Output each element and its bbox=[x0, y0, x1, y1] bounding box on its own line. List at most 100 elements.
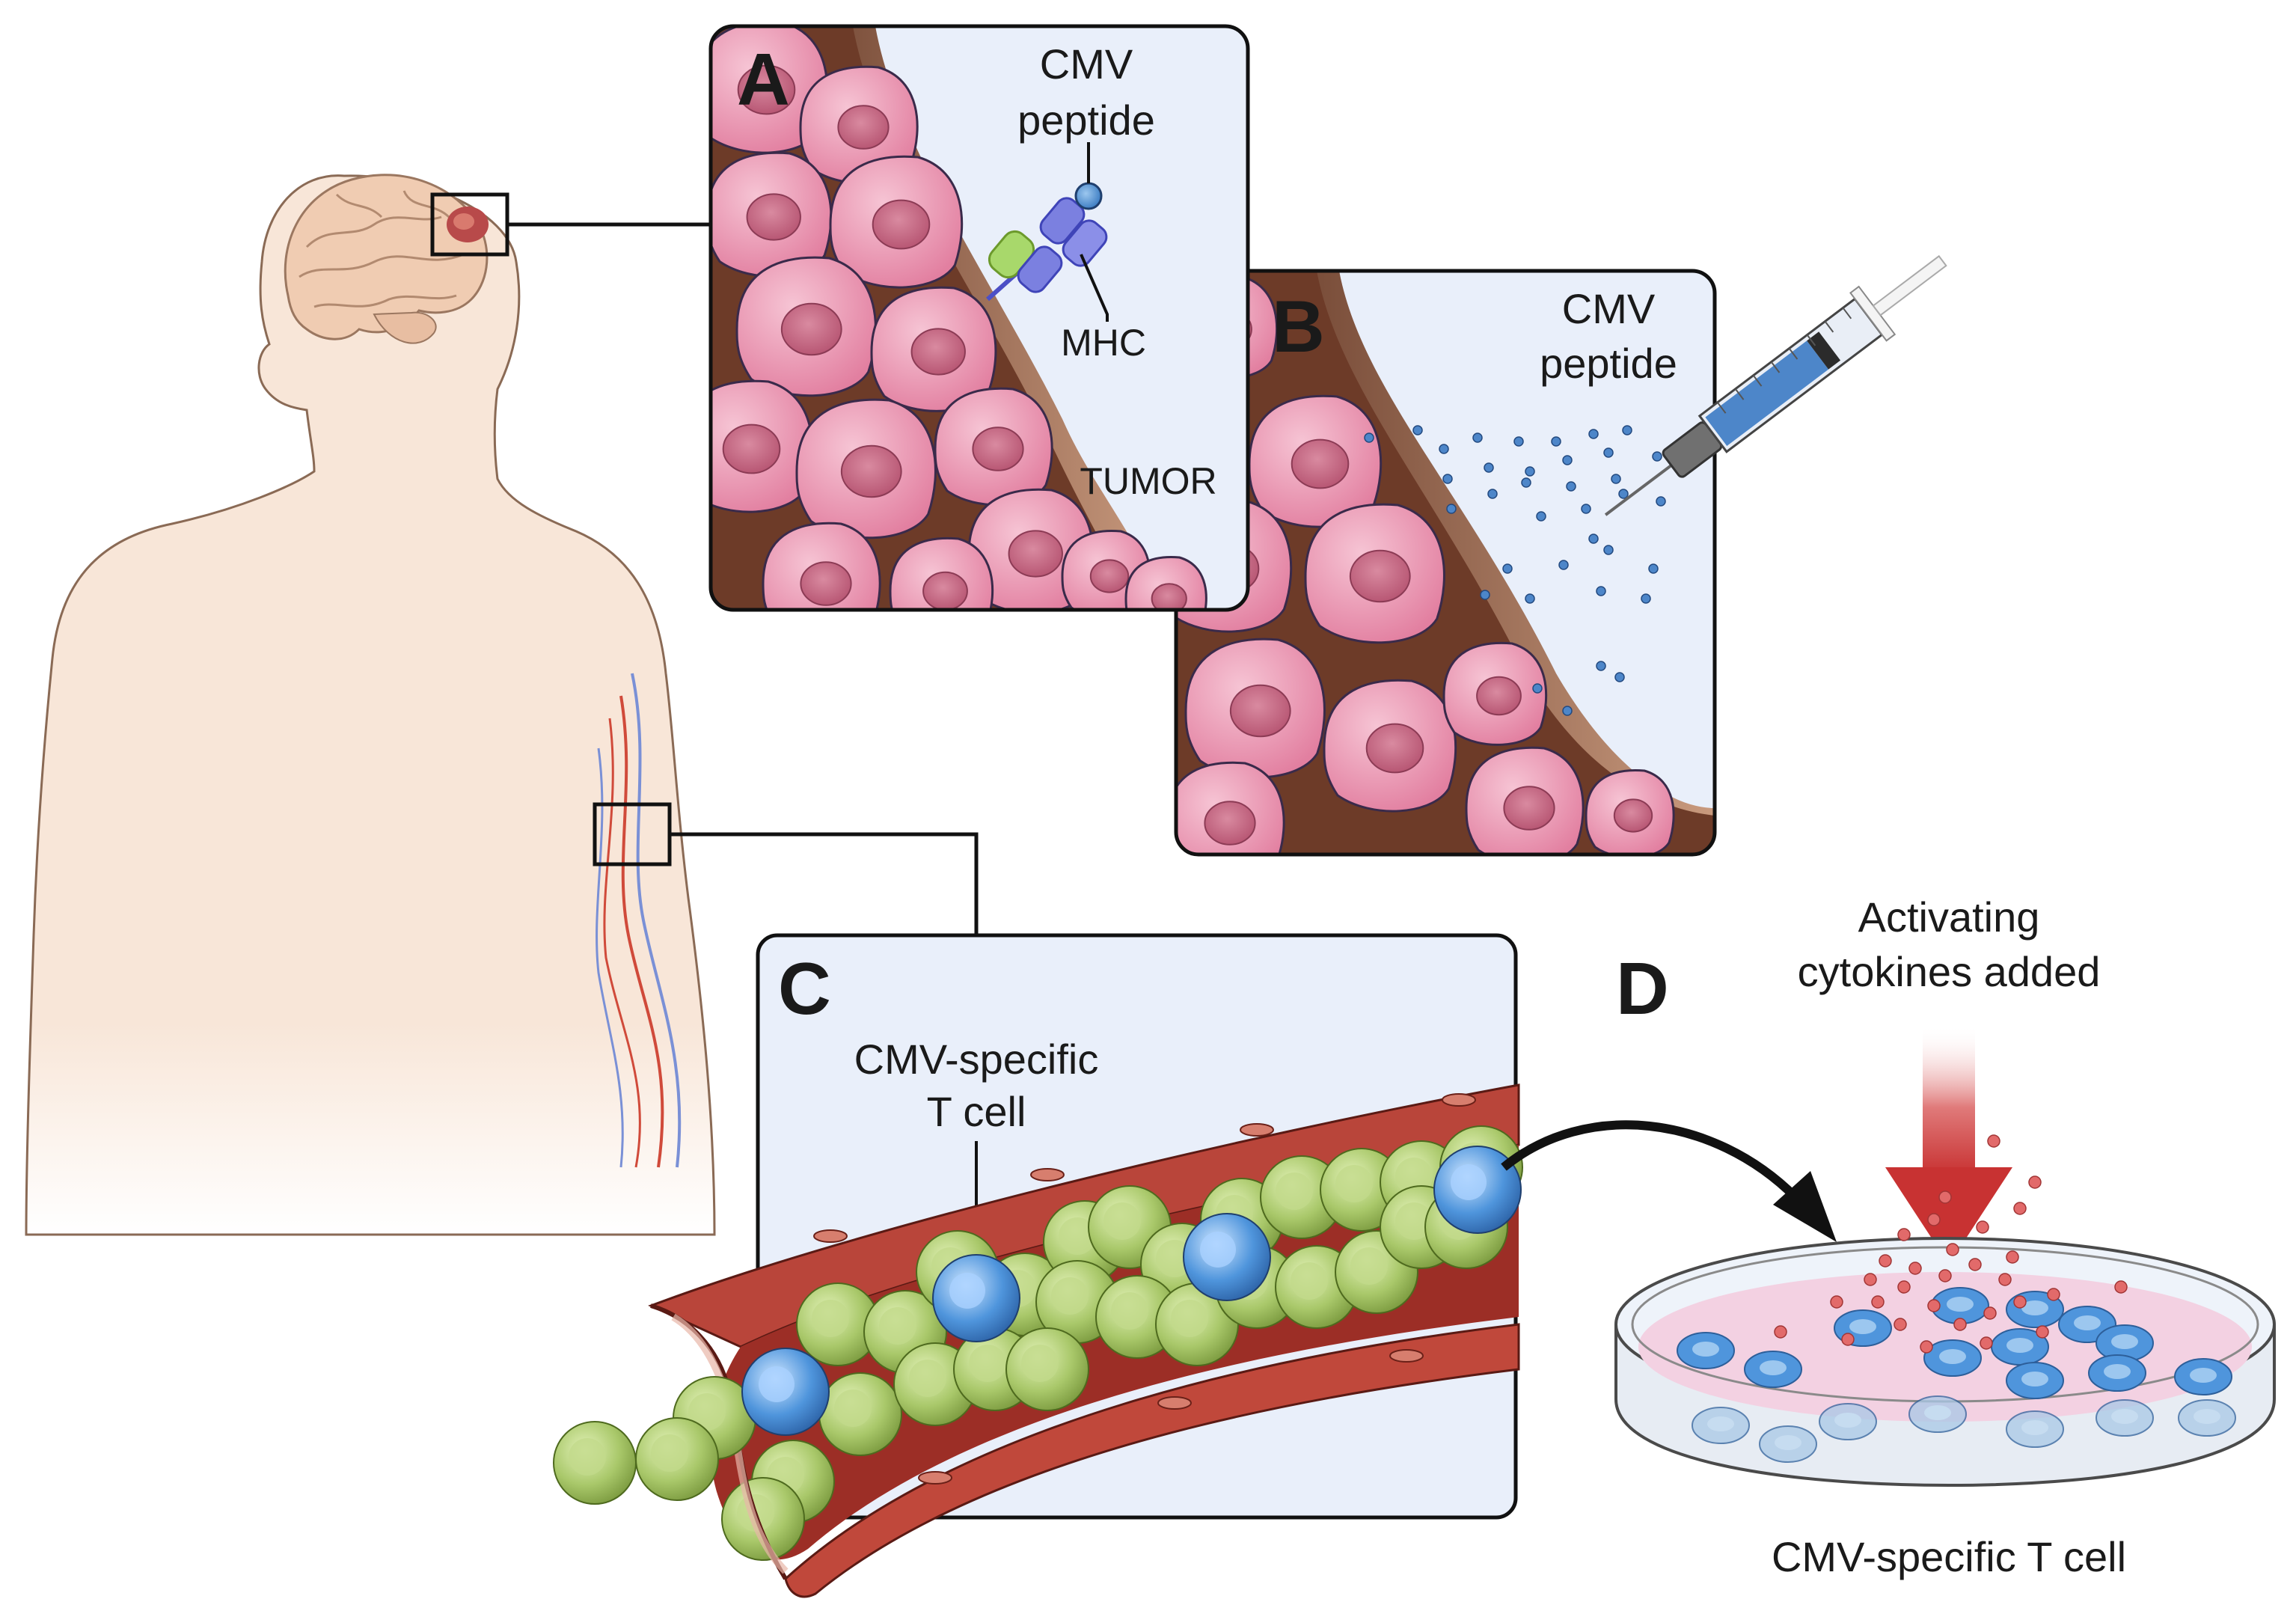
dish-t-cell bbox=[2096, 1399, 2154, 1437]
nucleus bbox=[1089, 559, 1130, 593]
peptide-dot bbox=[1525, 466, 1535, 477]
nucleus bbox=[922, 571, 968, 610]
cytokine-dot bbox=[1983, 1306, 1997, 1320]
nucleus bbox=[1365, 723, 1424, 774]
peptide-dot bbox=[1656, 496, 1666, 507]
vessel-front-wall bbox=[784, 1323, 1520, 1598]
vessel-wall-cells bbox=[813, 1093, 1476, 1485]
peptide-dot bbox=[1581, 504, 1591, 514]
peptide-dot bbox=[1472, 432, 1483, 443]
cytokine-dot bbox=[1980, 1336, 1993, 1350]
cmv-peptide-molecule bbox=[1074, 182, 1103, 210]
peptide-dot bbox=[1442, 474, 1453, 484]
peptide-dot bbox=[1480, 590, 1490, 600]
tumor-cell bbox=[799, 65, 919, 185]
nucleus bbox=[1008, 530, 1063, 578]
nucleus bbox=[737, 64, 796, 115]
cytokine-arrow bbox=[1885, 1025, 2012, 1265]
peptide-dot bbox=[1439, 444, 1449, 454]
panel-b: B CMV peptide bbox=[1174, 269, 1717, 857]
peptide-dot bbox=[1603, 545, 1614, 555]
panel-b-letter: B bbox=[1272, 285, 1325, 367]
nucleus bbox=[1204, 801, 1256, 846]
cytokine-dot bbox=[1946, 1243, 1959, 1256]
cytokine-dot bbox=[1953, 1318, 1967, 1331]
cytokine-dot bbox=[2114, 1280, 2128, 1294]
tumor-cell bbox=[762, 522, 881, 610]
green-t-cell bbox=[553, 1421, 637, 1505]
nucleus bbox=[746, 193, 801, 241]
cytokine-dot bbox=[1871, 1295, 1885, 1309]
cytokine-dot bbox=[1830, 1295, 1843, 1309]
cerebellum bbox=[373, 311, 437, 344]
panel-a-peptide-label-line2: peptide bbox=[1017, 97, 1155, 144]
transfer-arrow bbox=[1501, 1120, 1837, 1242]
nucleus bbox=[722, 424, 781, 474]
dish-t-cell bbox=[1677, 1332, 1735, 1369]
peptide-dot bbox=[1525, 593, 1535, 604]
peptide-dot bbox=[1648, 563, 1659, 574]
artery bbox=[619, 695, 664, 1168]
tumor-cell bbox=[1323, 679, 1457, 813]
dish-t-cell bbox=[2006, 1362, 2064, 1399]
cytokine-dot bbox=[1938, 1269, 1952, 1282]
nucleus bbox=[1151, 583, 1187, 610]
vein bbox=[631, 673, 682, 1168]
blue-t-cell bbox=[741, 1348, 830, 1436]
human-figure bbox=[25, 174, 716, 1236]
peptide-dot bbox=[1588, 533, 1599, 544]
cytokine-dot bbox=[1998, 1273, 2012, 1286]
tumor-cell bbox=[1304, 503, 1445, 644]
peptide-dot bbox=[1588, 429, 1599, 439]
nucleus bbox=[1229, 684, 1291, 738]
cytokine-dot bbox=[1897, 1228, 1911, 1241]
panel-a: A CMV peptide MHC TUMOR bbox=[708, 24, 1250, 612]
peptide-dot bbox=[1484, 462, 1494, 473]
dish-t-cell bbox=[1923, 1339, 1982, 1377]
cytokine-dot bbox=[2047, 1288, 2060, 1301]
peptide-dot bbox=[1487, 489, 1498, 499]
tumor-cell bbox=[1585, 769, 1675, 854]
cytokine-dot bbox=[2028, 1175, 2042, 1189]
mhc-chain-1 bbox=[1017, 245, 1063, 293]
tumor-cell bbox=[889, 536, 994, 610]
dish-t-cell bbox=[1744, 1351, 1802, 1388]
cytokine-label-line1: Activating bbox=[1858, 893, 2040, 941]
green-t-cell bbox=[1005, 1327, 1089, 1411]
cytokine-dot bbox=[1908, 1262, 1922, 1275]
panel-a-peptide-label-line1: CMV bbox=[1040, 40, 1133, 88]
blue-t-cell bbox=[1433, 1146, 1522, 1234]
nucleus bbox=[910, 328, 966, 376]
dish-t-cell bbox=[2088, 1354, 2146, 1392]
tumor-cell bbox=[829, 155, 964, 289]
cytokine-dot bbox=[1987, 1134, 2000, 1148]
cytokine-dot bbox=[1927, 1299, 1941, 1312]
tcell-label-line2: T cell bbox=[927, 1088, 1026, 1135]
peptide-dot bbox=[1611, 474, 1621, 484]
dish-label: CMV-specific T cell bbox=[1772, 1533, 2126, 1580]
connector-c bbox=[670, 832, 979, 935]
peptide-dot bbox=[1412, 425, 1423, 435]
tcell-label-line1: CMV-specific bbox=[854, 1036, 1099, 1083]
nucleus bbox=[972, 426, 1024, 471]
dish-t-cell bbox=[1759, 1425, 1817, 1463]
cytokine-dot bbox=[1897, 1280, 1911, 1294]
cytokine-dot bbox=[1879, 1254, 1892, 1268]
nucleus bbox=[1349, 549, 1411, 603]
tumor-cell bbox=[1465, 746, 1585, 854]
peptide-dot bbox=[1652, 451, 1662, 462]
cytokine-dot bbox=[1864, 1273, 1877, 1286]
panel-a-letter: A bbox=[737, 38, 790, 120]
peptide-dot bbox=[1596, 586, 1606, 596]
dish-t-cell bbox=[1819, 1403, 1877, 1440]
mhc-chain-3 bbox=[1062, 219, 1108, 267]
panel-d-letter: D bbox=[1616, 947, 1669, 1030]
peptide-dot bbox=[1566, 481, 1576, 492]
peptide-dot bbox=[1562, 706, 1573, 716]
cytokine-dot bbox=[1894, 1318, 1907, 1331]
nucleus bbox=[780, 302, 842, 356]
peptide-dot bbox=[1532, 683, 1543, 694]
peptide-dot bbox=[1562, 455, 1573, 465]
panel-b-peptide-label-line2: peptide bbox=[1540, 340, 1677, 387]
